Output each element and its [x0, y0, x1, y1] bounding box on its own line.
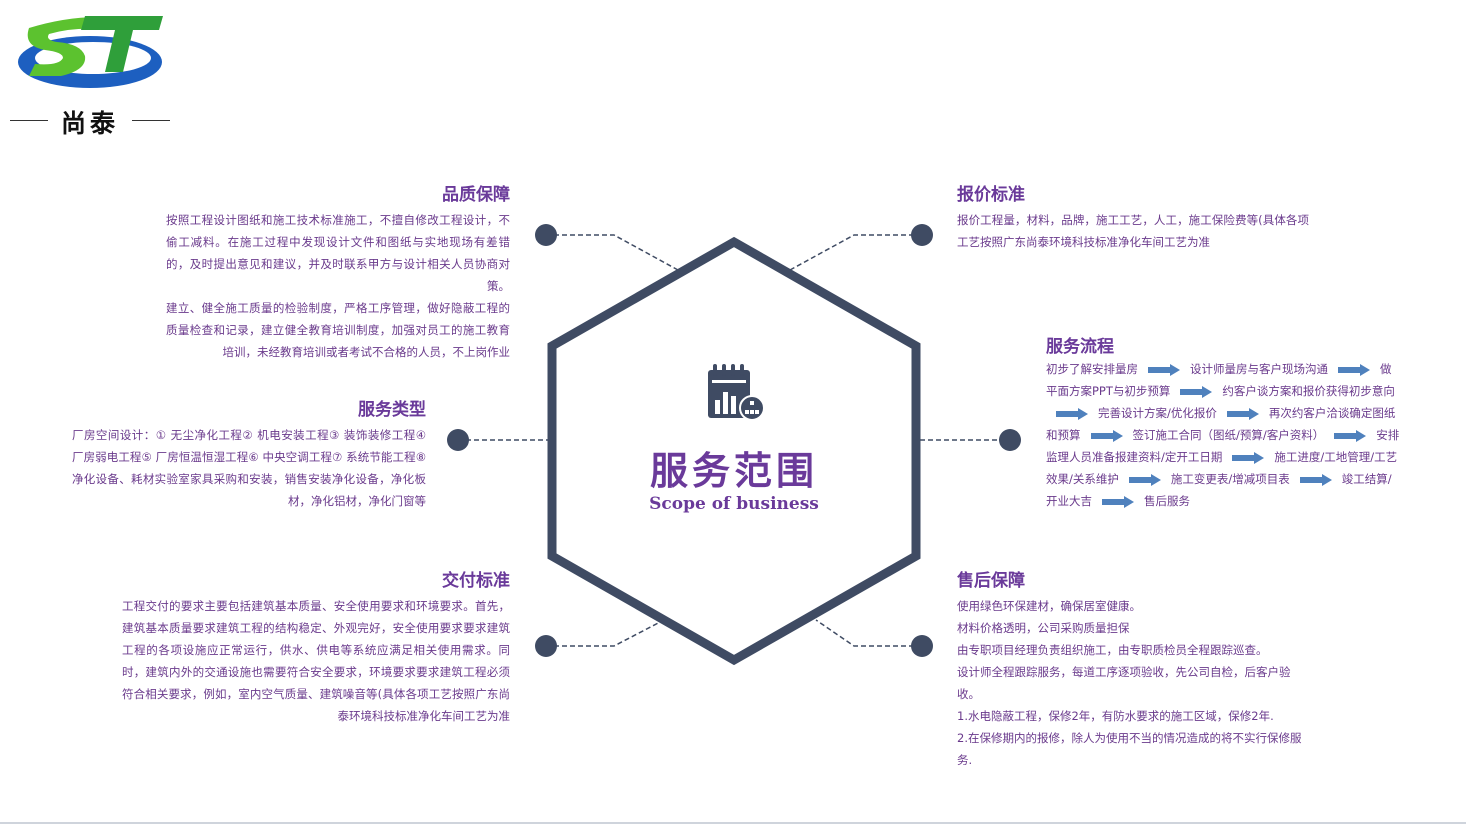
- arrow-right-icon: [1226, 407, 1259, 420]
- process-step: 设计师量房与客户现场沟通: [1190, 362, 1328, 376]
- dot-delivery: [535, 635, 557, 657]
- st-logo-icon: [18, 16, 163, 88]
- process-flow: 初步了解安排量房 设计师量房与客户现场沟通做平面方案PPT与初步预算约客户谈方案和…: [1046, 358, 1402, 512]
- dot-quality: [535, 224, 557, 246]
- aftersales-section: 售后保障 使用绿色环保建材，确保居室健康。 材料价格透明，公司采购质量担保 由专…: [957, 566, 1307, 771]
- dot-process: [999, 429, 1021, 451]
- quality-section: 品质保障 按照工程设计图纸和施工技术标准施工，不擅自修改工程设计，不偷工减料。在…: [166, 180, 510, 363]
- process-title: 服务流程: [1046, 337, 1114, 357]
- arrow-right-icon: [1056, 407, 1088, 420]
- arrow-right-icon: [1338, 363, 1370, 376]
- types-section: 服务类型 厂房空间设计：① 无尘净化工程② 机电安装工程③ 装饰装修工程④ 厂房…: [72, 395, 426, 512]
- quality-paragraph-2: 建立、健全施工质量的检验制度，严格工序管理，做好隐蔽工程的质量检查和记录，建立健…: [166, 301, 510, 359]
- arrow-right-icon: [1232, 451, 1265, 464]
- quote-title: 报价标准: [957, 185, 1025, 205]
- process-step: 初步了解安排量房: [1046, 362, 1138, 376]
- center-hexagon: [547, 236, 921, 666]
- connector-delivery: [546, 619, 665, 647]
- types-paragraph: 厂房空间设计：① 无尘净化工程② 机电安装工程③ 装饰装修工程④ 厂房弱电工程⑤…: [72, 428, 426, 508]
- center-title: 服务范围: [649, 448, 818, 493]
- logo-divider-left: [10, 120, 48, 121]
- process-step: 完善设计方案/优化报价: [1098, 406, 1217, 420]
- delivery-section: 交付标准 工程交付的要求主要包括建筑基本质量、安全使用要求和环境要求。首先，建筑…: [122, 566, 510, 727]
- logo-divider-right: [132, 120, 170, 121]
- process-step: 约客户谈方案和报价获得初步意向: [1222, 384, 1395, 398]
- aftersales-title: 售后保障: [957, 571, 1025, 591]
- process-step: 安排监理人员准备报建资料/定开工日期: [1046, 428, 1400, 464]
- company-name: 尚泰: [60, 109, 119, 138]
- arrow-right-icon: [1148, 363, 1180, 376]
- bottom-divider: [0, 822, 1466, 824]
- connector-quote: [789, 234, 922, 271]
- process-step: 签订施工合同（图纸/预算/客户资料）: [1132, 428, 1325, 442]
- arrow-right-icon: [1102, 495, 1134, 508]
- aftersales-line-2: 材料价格透明，公司采购质量担保: [957, 621, 1130, 635]
- connector-aftersales: [815, 619, 922, 647]
- quality-paragraph-1: 按照工程设计图纸和施工技术标准施工，不擅自修改工程设计，不偷工减料。在施工过程中…: [166, 213, 510, 293]
- center-subtitle: Scope of business: [649, 494, 819, 514]
- aftersales-line-4: 设计师全程跟踪服务，每道工序逐项验收，先公司自检，后客户验收。: [957, 665, 1291, 701]
- quote-section: 报价标准 报价工程量，材料，品牌，施工工艺，人工，施工保险费等(具体各项工艺按照…: [957, 180, 1309, 253]
- delivery-paragraph: 工程交付的要求主要包括建筑基本质量、安全使用要求和环境要求。首先，建筑基本质量要…: [122, 599, 510, 723]
- process-step: 售后服务: [1144, 494, 1190, 508]
- dot-types: [447, 429, 469, 451]
- arrow-right-icon: [1128, 473, 1161, 486]
- quality-title: 品质保障: [442, 185, 510, 205]
- dot-quote: [911, 224, 933, 246]
- arrow-right-icon: [1299, 473, 1332, 486]
- process-step: 施工变更表/增减项目表: [1170, 472, 1290, 486]
- process-step: 再次约客户洽谈确定图纸和预算: [1046, 406, 1396, 442]
- arrow-right-icon: [1334, 429, 1367, 442]
- types-title: 服务类型: [358, 400, 426, 420]
- aftersales-line-3: 由专职项目经理负责组织施工，由专职质检员全程跟踪巡查。: [957, 643, 1268, 657]
- quote-paragraph: 报价工程量，材料，品牌，施工工艺，人工，施工保险费等(具体各项工艺按照广东尚泰环…: [957, 213, 1309, 249]
- dot-aftersales: [911, 635, 933, 657]
- arrow-right-icon: [1090, 429, 1123, 442]
- process-step: 施工进度/工地管理/工艺效果/关系维护: [1046, 450, 1398, 486]
- aftersales-line-5: 1.水电隐蔽工程，保修2年，有防水要求的施工区域，保修2年.: [957, 709, 1274, 723]
- arrow-right-icon: [1180, 385, 1213, 398]
- connector-quality: [546, 234, 679, 271]
- company-logo: 尚泰: [10, 10, 175, 140]
- process-step: 做平面方案PPT与初步预算: [1046, 362, 1392, 398]
- delivery-title: 交付标准: [442, 571, 510, 591]
- process-step: 竣工结算/开业大吉: [1046, 472, 1392, 508]
- aftersales-line-6: 2.在保修期内的报修，除人为使用不当的情况造成的将不实行保修服务.: [957, 731, 1302, 767]
- calendar-chart-icon: [708, 364, 765, 421]
- aftersales-line-1: 使用绿色环保建材，确保居室健康。: [957, 599, 1141, 613]
- process-section: 服务流程: [1046, 332, 1402, 357]
